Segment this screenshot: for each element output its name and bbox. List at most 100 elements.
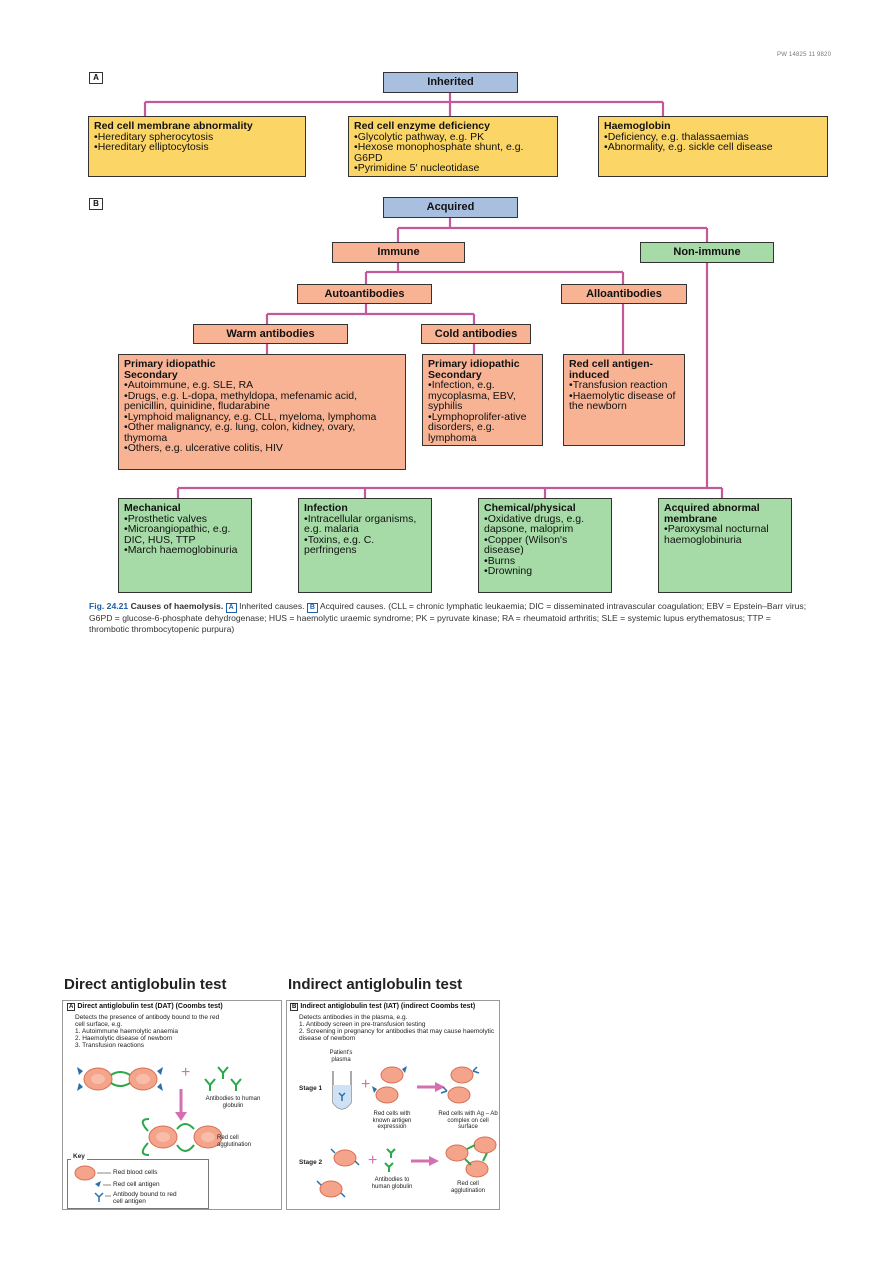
list-item: Lymphoprolifer-ative disorders, e.g. lym… (428, 411, 537, 444)
cold-antibodies-node: Cold antibodies (421, 324, 531, 344)
box-title: Mechanical (124, 502, 181, 514)
list-item: Other malignancy, e.g. lung, colon, kidn… (124, 422, 400, 443)
box-title: Red cell membrane abnormality (94, 120, 253, 132)
list-item: Autoimmune, e.g. SLE, RA (124, 380, 400, 391)
stage-2-label: Stage 2 (299, 1159, 323, 1166)
warm-antibodies-node: Warm antibodies (193, 324, 348, 344)
list-item: Prosthetic valves (124, 513, 246, 525)
plus-icon: + (181, 1064, 190, 1081)
list-item: Paroxysmal nocturnal haemoglobinuria (664, 524, 786, 545)
non-immune-node: Non-immune (640, 242, 774, 263)
enzyme-deficiency-box: Red cell enzyme deficiency Glycolytic pa… (348, 116, 558, 177)
list-item: Transfusion reaction (569, 380, 679, 391)
list-item: 1. Antibody screen in pre-transfusion te… (299, 1021, 426, 1028)
list-item: Drowning (484, 566, 606, 577)
box-title: Chemical/physical (484, 502, 576, 514)
list-item: Oxidative drugs, e.g. dapsone, maloprim (484, 513, 606, 535)
caption-b-marker: B (306, 603, 318, 613)
warm-antibodies-box: Primary idiopathic Secondary Autoimmune,… (118, 354, 406, 470)
agglutination-label: Red cell agglutination (217, 1135, 252, 1148)
plus-icon: + (361, 1076, 370, 1093)
acquired-membrane-box: Acquired abnormal membrane Paroxysmal no… (658, 498, 792, 593)
acquired-node: Acquired (383, 197, 518, 218)
list-item: Infection, e.g. mycoplasma, EBV, syphili… (428, 380, 537, 412)
box-title: Acquired abnormal membrane (664, 502, 760, 525)
flowchart-connectors (143, 92, 724, 498)
key-item: Red cell antigen (113, 1181, 160, 1188)
list-item: Drugs, e.g. L-dopa, methyldopa, mefenami… (124, 390, 400, 412)
list-item: Hereditary spherocytosis (94, 131, 300, 143)
list-item: 2. Haemolytic disease of newborn (75, 1035, 173, 1042)
antibodies-label: Antibodies to human globulin (371, 1177, 413, 1190)
list-item: Hexose monophosphate shunt, e.g. G6PD (354, 142, 552, 163)
red-cells-known-antigen (372, 1066, 407, 1104)
inherited-node: Inherited (383, 72, 518, 93)
plus-icon: + (368, 1152, 377, 1169)
stage-1-label: Stage 1 (299, 1085, 323, 1092)
key-icons (74, 1165, 111, 1202)
haemoglobin-box: Haemoglobin Deficiency, e.g. thalassaemi… (598, 116, 828, 177)
antibody-icon (204, 1066, 242, 1091)
primary-label: Primary idiopathic (124, 358, 216, 370)
header-code: PW 14825 11 9820 (777, 52, 832, 58)
list-item: 3. Transfusion reactions (75, 1042, 145, 1049)
known-antigen-label: Red cells with known antigen expression (372, 1111, 412, 1130)
direct-test-illustration: + (77, 1064, 242, 1156)
stage-2-sensitised-cells (316, 1148, 360, 1198)
list-item: Microangiopathic, e.g. DIC, HUS, TTP (124, 524, 246, 545)
list-item: Deficiency, e.g. thalassaemias (604, 131, 822, 143)
secondary-label: Secondary (124, 368, 178, 381)
panel-b-label: B (89, 198, 103, 210)
agglutinated-cells (141, 1118, 223, 1156)
list-item: Hereditary elliptocytosis (94, 142, 300, 153)
indirect-test-heading: Indirect antiglobulin test (288, 976, 463, 993)
primary-label: Primary idiopathic (428, 358, 520, 370)
caption-a-text: Inherited causes. (239, 601, 305, 611)
list-item: Toxins, e.g. C. perfringens (304, 534, 426, 556)
immune-node: Immune (332, 242, 465, 263)
description: Detects the presence of antibody bound t… (75, 1014, 220, 1028)
list-item: Glycolytic pathway, e.g. PK (354, 131, 552, 143)
list-item: Lymphoid malignancy, e.g. CLL, myeloma, … (124, 411, 400, 423)
infection-box: Infection Intracellular organisms, e.g. … (298, 498, 432, 593)
list-item: Pyrimidine 5′ nucleotidase (354, 163, 552, 174)
membrane-abnormality-box: Red cell membrane abnormality Hereditary… (88, 116, 306, 177)
description: Detects antibodies in the plasma, e.g. (299, 1014, 408, 1021)
list-item: 1. Autoimmune haemolytic anaemia (75, 1028, 178, 1035)
list-item: 2. Screening in pregnancy for antibodies… (299, 1028, 495, 1042)
test-tube-icon (332, 1071, 352, 1110)
list-item: Abnormality, e.g. sickle cell disease (604, 142, 822, 153)
alloantibodies-box: Red cell antigen-induced Transfusion rea… (563, 354, 685, 446)
secondary-label: Secondary (428, 368, 482, 381)
figure-number: Fig. 24.21 (89, 601, 129, 611)
agglutination-label: Red cell agglutination (450, 1181, 486, 1194)
red-cells-complex (440, 1066, 480, 1104)
list-item: Others, e.g. ulcerative colitis, HIV (124, 443, 400, 454)
alloantibodies-node: Alloantibodies (561, 284, 687, 304)
complex-label: Red cells with Ag – Ab complex on cell s… (438, 1111, 498, 1130)
plasma-label: Patient's plasma (329, 1050, 353, 1063)
antibodies-label: Antibodies to human globulin (205, 1096, 261, 1109)
list-item: Copper (Wilson's disease) (484, 534, 606, 556)
caption-b-text: Acquired causes. (CLL = chronic lymphati… (89, 601, 807, 634)
key-title: Key (71, 1153, 87, 1160)
autoantibodies-node: Autoantibodies (297, 284, 432, 304)
box-title: Red cell antigen-induced (569, 358, 654, 381)
box-title: Red cell enzyme deficiency (354, 120, 490, 132)
figure-caption: Fig. 24.21 Causes of haemolysis. A Inher… (89, 601, 809, 635)
key-box (67, 1159, 209, 1209)
stage-2-agglutinated-cells (445, 1136, 497, 1178)
key-item: Red blood cells (113, 1169, 158, 1176)
indirect-test-illustration: + + (316, 1066, 497, 1198)
key-item: Antibody bound to red cell antigen (113, 1191, 177, 1205)
list-item: Intracellular organisms, e.g. malaria (304, 513, 426, 535)
list-item: Burns (484, 555, 606, 567)
chemical-physical-box: Chemical/physical Oxidative drugs, e.g. … (478, 498, 612, 593)
caption-title: Causes of haemolysis. (130, 601, 224, 611)
list-item: Haemolytic disease of the newborn (569, 390, 679, 412)
direct-test-heading: Direct antiglobulin test (64, 976, 227, 993)
antibody-icon (384, 1148, 396, 1172)
